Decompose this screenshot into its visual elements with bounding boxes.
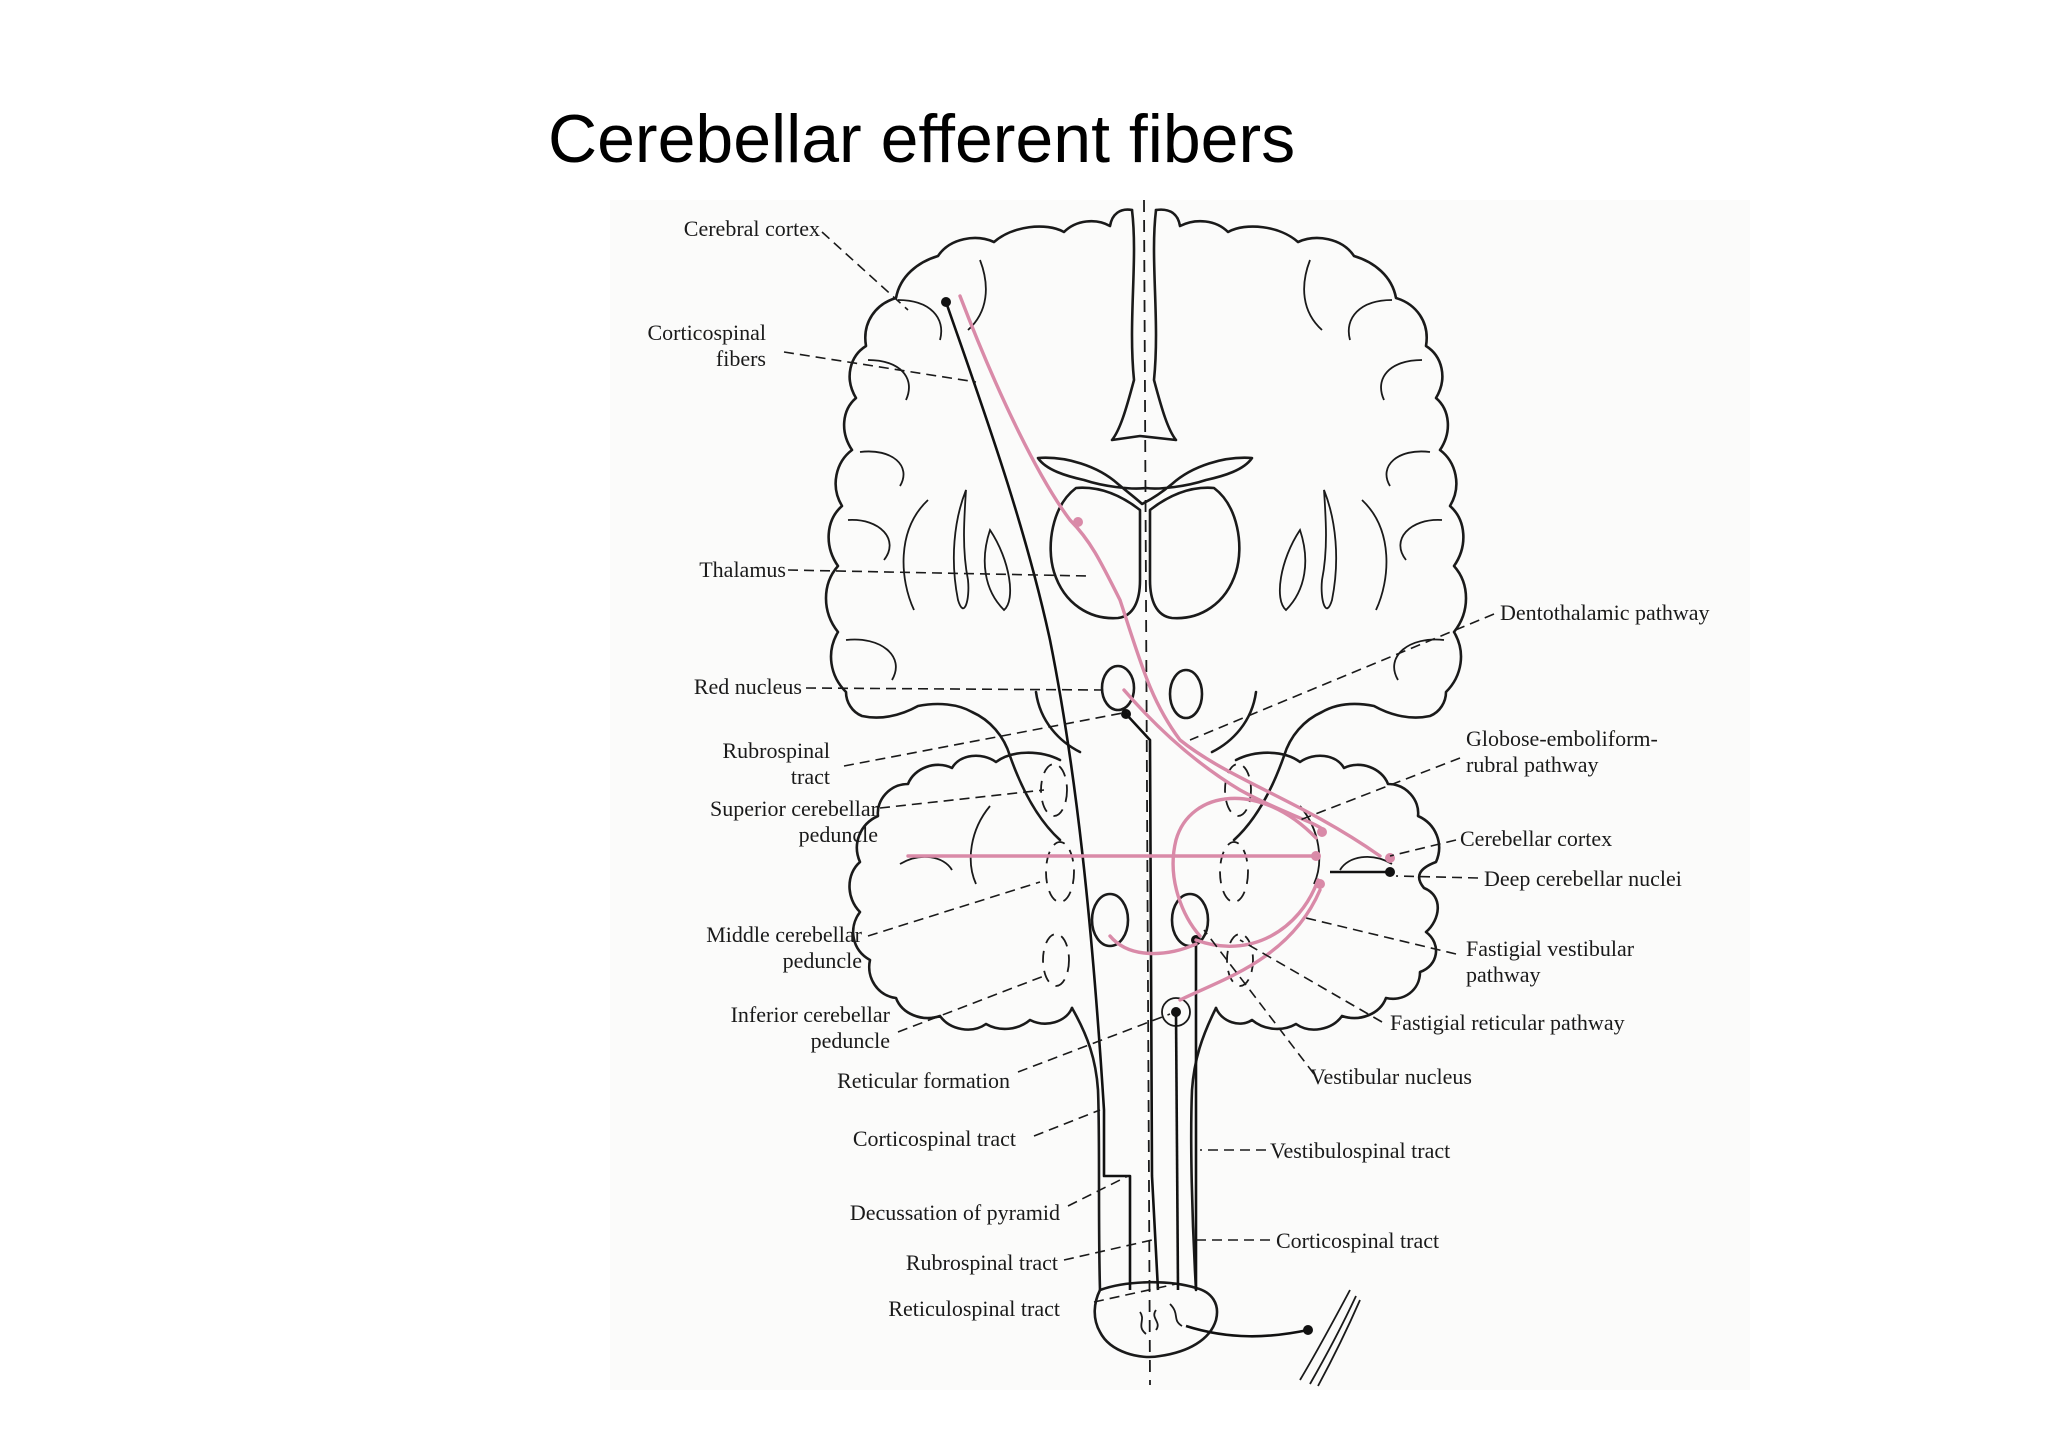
cerebellar-cortex-dot bbox=[1317, 827, 1327, 837]
thalamus-pathway-dot bbox=[1073, 517, 1083, 527]
red-nucleus-dot bbox=[1121, 709, 1131, 719]
scan-background bbox=[610, 200, 1750, 1390]
middle-peduncle-right bbox=[1219, 841, 1249, 903]
inferior-peduncle-right bbox=[1226, 933, 1254, 987]
label-red-nucleus: Red nucleus bbox=[694, 674, 802, 699]
label-fastigial-vestibular-2: pathway bbox=[1466, 962, 1541, 987]
cerebellum-outline bbox=[848, 751, 1441, 1031]
label-corticospinal-fibers-2: fibers bbox=[716, 346, 766, 371]
label-corticospinal-fibers-1: Corticospinal bbox=[647, 320, 766, 345]
fastigial-dot bbox=[1315, 879, 1325, 889]
red-nucleus-right bbox=[1168, 668, 1204, 720]
cerebrum-outline bbox=[824, 208, 1468, 758]
cortex-neuron-dot bbox=[941, 297, 951, 307]
basal-ganglia-right bbox=[1279, 489, 1338, 612]
label-thalamus: Thalamus bbox=[699, 557, 786, 582]
label-inferior-peduncle-1: Inferior cerebellar bbox=[731, 1002, 891, 1027]
label-reticular-formation: Reticular formation bbox=[837, 1068, 1010, 1093]
dentothalamic-pathway bbox=[958, 294, 1382, 858]
deep-nuclei-pink-dot bbox=[1311, 851, 1321, 861]
label-decussation-of-pyramid: Decussation of pyramid bbox=[850, 1200, 1060, 1225]
corticospinal-tract bbox=[944, 301, 1132, 1290]
reticulospinal-tract bbox=[1174, 1011, 1180, 1291]
label-vestibular-nucleus: Vestibular nucleus bbox=[1310, 1064, 1472, 1089]
label-superior-peduncle-2: peduncle bbox=[799, 822, 878, 847]
label-cerebral-cortex: Cerebral cortex bbox=[684, 216, 820, 241]
cerebellum-folia bbox=[899, 805, 1393, 885]
slide-title: Cerebellar efferent fibers bbox=[548, 101, 1296, 177]
motor-nerve bbox=[1185, 1324, 1309, 1338]
globose-emboliform-rubral-pathway bbox=[1122, 688, 1326, 832]
vestibular-nucleus-left bbox=[1090, 892, 1130, 948]
longitudinal-fissure bbox=[1110, 208, 1178, 442]
basal-ganglia-left bbox=[952, 489, 1011, 612]
cerebellar-loop bbox=[1171, 796, 1318, 938]
label-superior-peduncle-1: Superior cerebellar bbox=[710, 796, 879, 821]
label-corticospinal-tract-left: Corticospinal tract bbox=[853, 1126, 1016, 1151]
leader-lines bbox=[783, 231, 1495, 1303]
label-globose-emboliform-2: rubral pathway bbox=[1466, 752, 1599, 777]
label-rubrospinal-tract-2: tract bbox=[791, 764, 830, 789]
thalamus-right bbox=[1148, 486, 1241, 620]
label-fastigial-reticular: Fastigial reticular pathway bbox=[1390, 1010, 1625, 1035]
midbrain-lateral bbox=[1034, 690, 1258, 754]
fastigial-reticular-pathway bbox=[1178, 888, 1322, 1002]
label-dentothalamic-pathway: Dentothalamic pathway bbox=[1500, 600, 1710, 625]
midline bbox=[1143, 199, 1151, 1386]
label-deep-cerebellar-nuclei: Deep cerebellar nuclei bbox=[1484, 866, 1682, 891]
middle-peduncle-left bbox=[1045, 841, 1075, 903]
label-middle-peduncle-1: Middle cerebellar bbox=[706, 922, 862, 947]
muscle-endplate-dot bbox=[1303, 1325, 1313, 1335]
label-cerebellar-cortex: Cerebellar cortex bbox=[1460, 826, 1612, 851]
label-inferior-peduncle-2: peduncle bbox=[811, 1028, 890, 1053]
spinal-grey-matter bbox=[1139, 1303, 1183, 1335]
gyri-right bbox=[1303, 259, 1445, 681]
thalamus-left bbox=[1049, 486, 1142, 620]
gyri-left bbox=[845, 259, 987, 681]
inferior-peduncle-left bbox=[1042, 933, 1070, 987]
fastigial-loop-left bbox=[1108, 934, 1198, 956]
label-rubrospinal-tract-lower: Rubrospinal tract bbox=[906, 1250, 1058, 1275]
superior-peduncle-right bbox=[1224, 763, 1252, 817]
medulla-outline bbox=[1070, 1006, 1218, 1292]
label-globose-emboliform-1: Globose-emboliform- bbox=[1466, 726, 1658, 751]
insula-curves bbox=[902, 499, 1388, 611]
ventricles bbox=[1036, 456, 1254, 506]
label-middle-peduncle-2: peduncle bbox=[783, 948, 862, 973]
label-reticulospinal-tract: Reticulospinal tract bbox=[888, 1296, 1060, 1321]
label-vestibulospinal-tract: Vestibulospinal tract bbox=[1270, 1138, 1450, 1163]
label-corticospinal-tract-right: Corticospinal tract bbox=[1276, 1228, 1439, 1253]
deep-nuclei-dot bbox=[1385, 867, 1395, 877]
rubrospinal-tract bbox=[1125, 713, 1160, 1291]
reticular-dot bbox=[1171, 1007, 1181, 1017]
label-rubrospinal-tract-1: Rubrospinal bbox=[722, 738, 830, 763]
label-fastigial-vestibular-1: Fastigial vestibular bbox=[1466, 936, 1635, 961]
red-nucleus-left bbox=[1100, 664, 1136, 712]
muscle-fibers bbox=[1299, 1289, 1361, 1387]
